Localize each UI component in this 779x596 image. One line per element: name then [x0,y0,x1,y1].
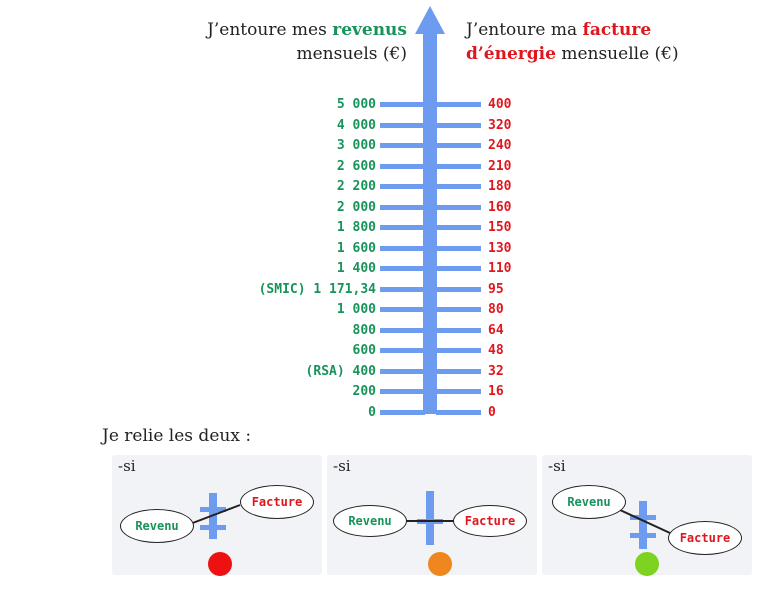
panel-si-label: -si [118,457,136,475]
facture-value-label[interactable]: 130 [488,240,512,256]
scale-tick-left [380,245,425,251]
revenu-value-label[interactable]: 1 800 [336,220,376,235]
scale-tick-left [380,286,425,292]
revenu-value-label[interactable]: 4 000 [336,117,376,133]
facture-value-label[interactable]: 320 [488,117,512,133]
scale-tick-right [436,102,481,107]
scale-tick-right [436,389,481,394]
scale-tick-left [380,163,425,169]
scale-tick-left [380,368,425,374]
revenu-value-label[interactable]: 2 600 [336,158,376,174]
panel-equal: -si Revenu Facture [327,455,537,576]
scale-tick-left [380,204,425,210]
facture-value-label[interactable]: 16 [488,384,504,399]
scale-tick-right [436,204,481,210]
scale-tick-right [436,348,481,353]
facture-header-bold1: facture [582,20,652,40]
scale-tick-right [436,327,481,333]
revenu-value-label[interactable]: 200 [352,384,376,399]
facture-value-label[interactable]: 32 [488,363,504,379]
revenu-value-label[interactable]: 1 600 [336,240,376,256]
revenu-value-label[interactable]: 800 [352,322,376,338]
instruction-text: Je relie les deux : [102,426,252,446]
scale-tick-left [380,327,425,333]
facture-value-label[interactable]: 400 [488,97,512,112]
facture-header: J’entoure ma facture d’énergie mensuelle… [466,18,679,66]
scale-tick-right [436,286,481,292]
revenus-header: J’entoure mes revenus mensuels (€) [207,18,407,66]
revenus-header-prefix: J’entoure mes [207,20,333,40]
revenu-value-label[interactable]: 1 000 [336,302,376,317]
scale-tick-left [380,409,425,415]
mini-scale-icon [189,493,241,539]
revenu-value-label[interactable]: (RSA) 400 [305,363,376,379]
scale-tick-right [436,409,481,415]
scale-tick-right [436,163,481,169]
revenu-value-label[interactable]: 3 000 [336,138,376,153]
mini-scale-icon [619,501,671,549]
facture-value-label[interactable]: 48 [488,343,504,358]
panel-high-bill: -si Revenu Facture [112,455,322,576]
scale-tick-right [436,225,481,230]
status-dot-red [208,552,232,576]
revenu-value-label[interactable]: 2 200 [336,179,376,194]
revenu-value-label[interactable]: 5 000 [336,97,376,112]
scale-tick-right [436,245,481,251]
revenus-header-line2: mensuels (€) [296,44,407,64]
scale-tick-right [436,266,481,271]
facture-value-label[interactable]: 80 [488,302,504,317]
revenu-bubble: Revenu [552,485,626,519]
scale-axis [423,32,437,414]
facture-value-label[interactable]: 160 [488,199,512,215]
panel-low-bill: -si Revenu Facture [542,455,752,576]
revenu-value-label[interactable]: 1 400 [336,261,376,276]
facture-value-label[interactable]: 150 [488,220,512,235]
scale-tick-left [380,122,425,128]
revenu-value-label[interactable]: 600 [352,343,376,358]
mini-scale-icon [405,491,455,545]
arrow-up-icon [415,6,445,34]
scale-tick-right [436,122,481,128]
scale-tick-left [380,143,425,148]
facture-value-label[interactable]: 64 [488,322,504,338]
facture-header-bold2: d’énergie [466,44,556,64]
scale-tick-right [436,184,481,189]
scale-tick-left [380,348,425,353]
facture-header-prefix: J’entoure ma [466,20,583,40]
revenu-bubble: Revenu [333,505,407,537]
revenus-header-bold: revenus [332,20,407,40]
status-dot-orange [428,552,452,576]
facture-header-line2: mensuelle (€) [555,44,679,64]
facture-value-label[interactable]: 0 [488,404,496,420]
scale-tick-left [380,225,425,230]
panel-si-label: -si [333,457,351,475]
scale-tick-left [380,102,425,107]
scale-tick-left [380,266,425,271]
scale-tick-right [436,307,481,312]
panel-si-label: -si [548,457,566,475]
scale-tick-left [380,389,425,394]
revenu-value-label[interactable]: (SMIC) 1 171,34 [258,281,376,297]
facture-value-label[interactable]: 110 [488,261,512,276]
status-dot-green [635,552,659,576]
facture-bubble: Facture [668,521,742,555]
facture-value-label[interactable]: 180 [488,179,512,194]
revenu-value-label[interactable]: 0 [368,404,376,420]
scale-tick-right [436,368,481,374]
facture-value-label[interactable]: 240 [488,138,512,153]
facture-value-label[interactable]: 95 [488,281,504,297]
facture-value-label[interactable]: 210 [488,158,512,174]
scale-tick-left [380,307,425,312]
facture-bubble: Facture [453,505,527,537]
revenu-bubble: Revenu [120,509,194,543]
scale-tick-right [436,143,481,148]
facture-bubble: Facture [240,485,314,519]
revenu-value-label[interactable]: 2 000 [336,199,376,215]
scale-tick-left [380,184,425,189]
